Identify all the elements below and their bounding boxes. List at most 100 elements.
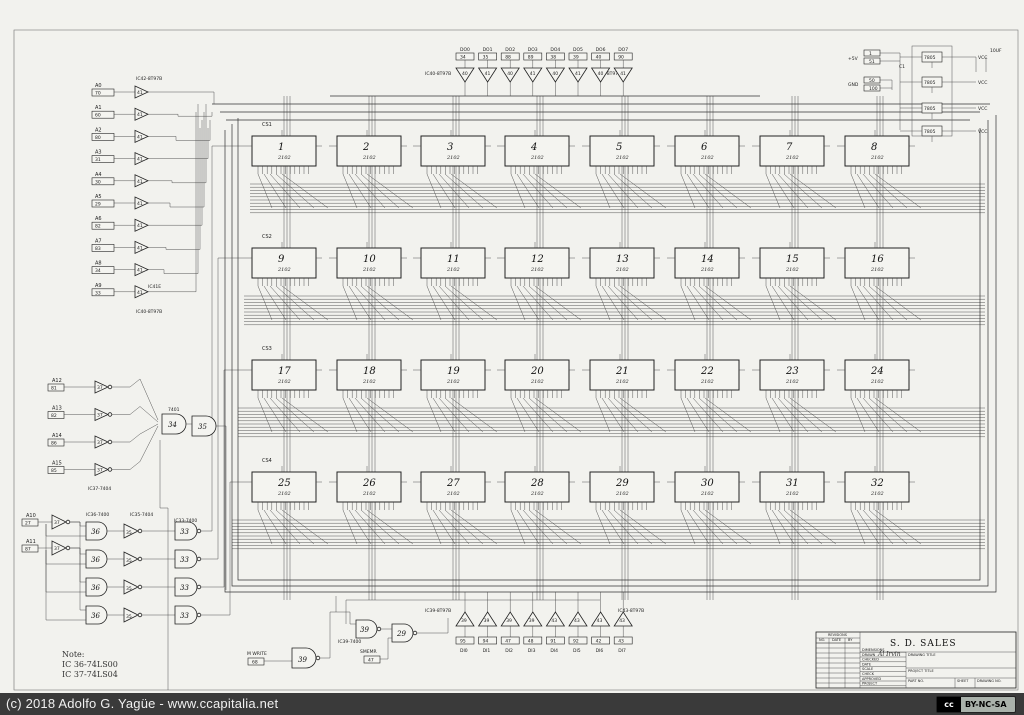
chip-number: 23	[785, 366, 799, 377]
svg-text:43: 43	[619, 618, 625, 624]
note-block: Note: IC 36-74LS00 IC 37-74LS04	[62, 650, 118, 680]
gate-label: 35	[198, 423, 207, 431]
gate-label: 35	[126, 614, 132, 620]
pin-number: 43	[618, 639, 624, 645]
signal-name: A11	[26, 539, 36, 545]
pin-number: 38	[550, 55, 556, 61]
signal-name: A4	[95, 172, 102, 178]
svg-text:37: 37	[97, 468, 103, 474]
signal-name: A10	[26, 513, 36, 519]
signal-name: DI5	[573, 648, 581, 654]
signature: Al Irvin	[877, 651, 901, 658]
project-title-label: PROJECT TITLE	[908, 669, 934, 673]
signal-name: A5	[95, 194, 102, 200]
part-no-label: PART NO.	[908, 679, 924, 683]
signal-name: A13	[52, 406, 62, 412]
decoder-ic-label: IC36-7400	[86, 512, 109, 518]
chip-number: 26	[362, 478, 376, 489]
and-gate: 34 7401	[161, 407, 187, 435]
chip-type: 2102	[700, 379, 714, 385]
gate-label: 36	[91, 612, 100, 620]
buffer-ic-label: IC41-8T97B	[595, 71, 621, 77]
pin-number: 85	[51, 468, 57, 474]
gate-label: 39	[360, 626, 369, 634]
svg-text:43: 43	[597, 618, 603, 624]
signal-name: SMEMR	[360, 649, 377, 655]
regulator-type: 7805	[924, 129, 936, 135]
svg-text:41: 41	[485, 71, 491, 77]
pin-number: 86	[51, 441, 57, 447]
signal-name: DO7	[618, 47, 628, 53]
signal-name: DI3	[528, 648, 536, 654]
buffer-ic-label: IC39-8T97B	[425, 608, 451, 614]
memory-array: 1210222102321024210252102621027210282102…	[244, 130, 915, 510]
gate-label: 35	[126, 586, 132, 592]
license-badge[interactable]: cc BY-NC-SA	[936, 696, 1016, 713]
chip-type: 2102	[870, 155, 884, 161]
signal-name: A2	[95, 127, 102, 133]
drawing-no-label: DRAWING NO.	[977, 679, 1001, 683]
gate-label: 39	[298, 656, 307, 664]
title-block-row: DRAWN	[862, 653, 876, 657]
pin-number: 91	[550, 639, 556, 645]
signal-name: A9	[95, 283, 102, 289]
svg-text:41: 41	[137, 268, 143, 274]
signal-name: A0	[95, 83, 102, 89]
svg-text:41: 41	[137, 290, 143, 296]
svg-text:41: 41	[620, 71, 626, 77]
regulator-type: 7805	[924, 55, 936, 61]
revisions-header: REVISIONS	[828, 633, 848, 637]
svg-text:39: 39	[461, 618, 467, 624]
pin-number: 39	[573, 55, 579, 61]
svg-text:40: 40	[462, 71, 468, 77]
title-block-row: DIMENSIONS	[862, 648, 885, 652]
chip-type: 2102	[700, 155, 714, 161]
copyright-text: (c) 2018 Adolfo G. Yagüe - www.ccapitali…	[6, 696, 279, 711]
chip-number: 1	[278, 142, 284, 153]
pin-number: 89	[528, 55, 534, 61]
chip-type: 2102	[615, 155, 629, 161]
signal-name: DI6	[596, 648, 604, 654]
gate-ic: 7401	[168, 407, 180, 413]
signal-name: DO6	[596, 47, 606, 53]
gate-label: 34	[168, 421, 177, 429]
pin-number: 81	[51, 386, 57, 392]
signal-name: DI0	[460, 648, 468, 654]
gate-label: 37	[54, 520, 60, 526]
pin-number: 42	[596, 639, 602, 645]
svg-text:41: 41	[137, 112, 143, 118]
pin-number: 92	[573, 639, 579, 645]
signal-name: A3	[95, 150, 102, 156]
col-by: BY	[848, 638, 853, 642]
chip-number: 7	[786, 142, 793, 153]
signal-name: A14	[52, 433, 62, 439]
chip-number: 21	[615, 366, 629, 377]
chip-type: 2102	[870, 379, 884, 385]
pin-number: 88	[505, 55, 511, 61]
chip-number: 19	[447, 366, 460, 377]
pin-number: 47	[505, 639, 511, 645]
